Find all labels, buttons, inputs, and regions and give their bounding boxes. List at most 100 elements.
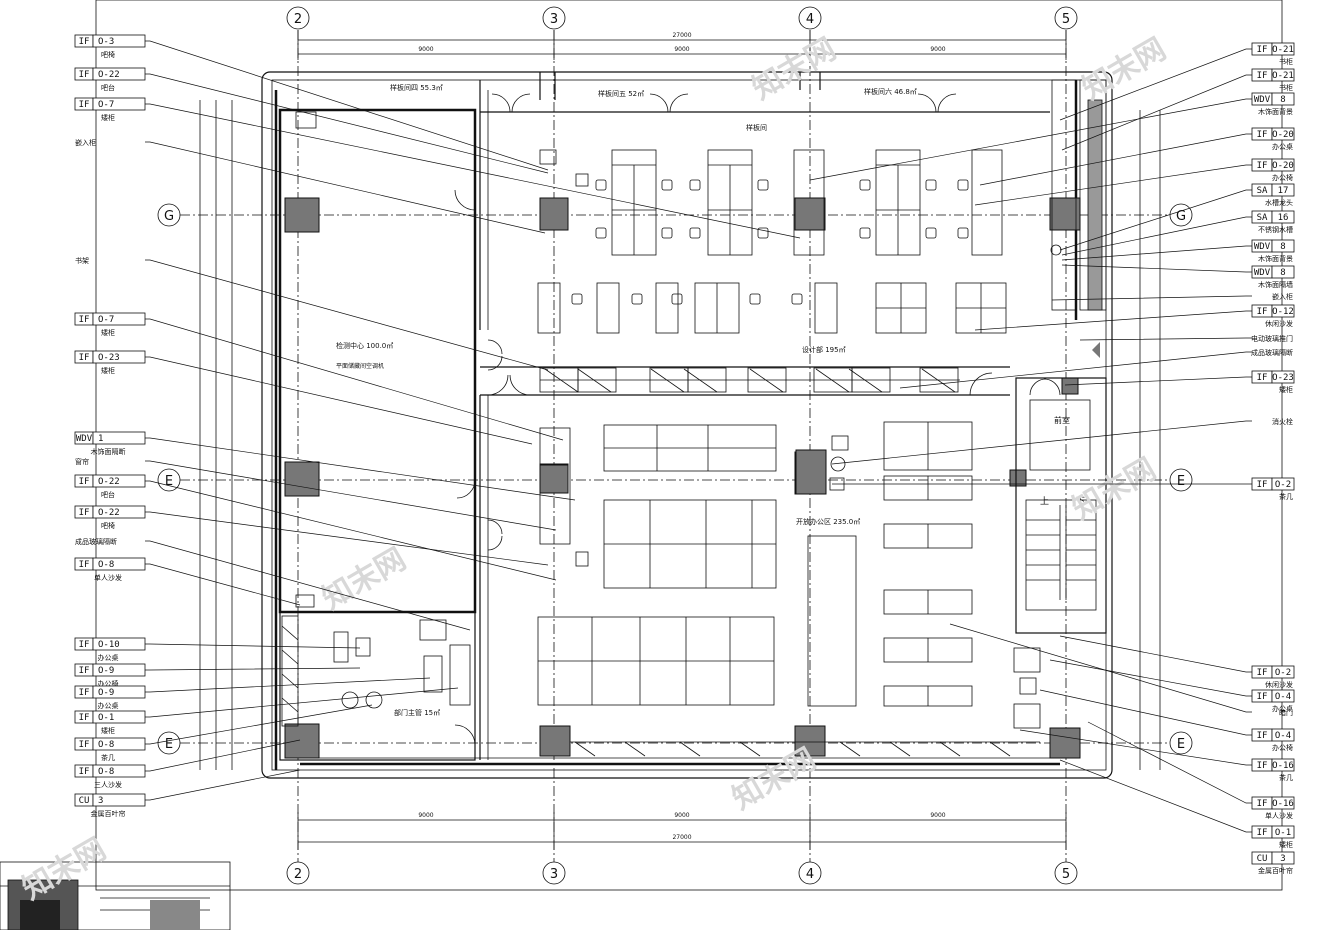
- left-tag-code: IF: [79, 477, 90, 487]
- axis-label-col-3-bottom: 3: [550, 867, 558, 882]
- left-tag-number: O-8: [98, 767, 114, 777]
- axis-row-e1: E E: [157, 468, 1193, 492]
- right-tag-code: IF: [1257, 731, 1268, 741]
- right-tag-number: O-1: [1275, 828, 1291, 838]
- right-tag-description: 木饰面隔墙: [1258, 280, 1293, 289]
- room-label-sample-4: 样板间四 55.3㎡: [390, 83, 443, 92]
- right-tag-code: IF: [1257, 761, 1268, 771]
- left-tag-description: 矮柜: [101, 328, 115, 337]
- right-tag-description: 不锈钢水槽: [1258, 225, 1293, 234]
- left-tag-code: IF: [79, 688, 90, 698]
- left-tag-description: 矮柜: [101, 726, 115, 735]
- room-label-stairs-down: 下: [1076, 497, 1085, 507]
- right-tag-description: 消火栓: [1272, 417, 1293, 426]
- right-tag-description: 书柜: [1279, 57, 1293, 66]
- right-tag-10: 嵌入柜: [1051, 292, 1293, 301]
- left-tag-number: O-7: [98, 100, 114, 110]
- axis-column-3: 3 3: [542, 6, 566, 885]
- left-tag-number: O-9: [98, 666, 114, 676]
- axis-label-col-5-bottom: 5: [1062, 867, 1070, 882]
- left-tag-number: O-22: [98, 70, 120, 80]
- sheet-border: [95, 0, 1283, 891]
- left-tag-description: 吧台: [101, 83, 115, 92]
- right-tag-12: 电动玻璃推门: [1079, 334, 1293, 343]
- axis-label-col-2-top: 2: [294, 12, 302, 27]
- room-labels: 样板间四 55.3㎡ 样板间五 52㎡ 样板间六 46.8㎡ 样板间 检测中心 …: [336, 83, 1085, 717]
- right-tag-description: 单人沙发: [1265, 811, 1293, 820]
- doors: [454, 93, 1061, 746]
- right-tag-number: O-16: [1272, 761, 1294, 771]
- top-dimension: 27000 9000 9000 9000: [297, 30, 1067, 60]
- left-tag-9: 窗帘: [75, 457, 557, 531]
- left-tag-code: IF: [79, 640, 90, 650]
- right-tag-code: WDV: [1254, 268, 1271, 278]
- right-tag-number: 17: [1278, 186, 1289, 196]
- axis-label-col-2-bottom: 2: [294, 867, 302, 882]
- left-tag-2: IF O-22 吧台: [74, 67, 549, 174]
- left-tag-description: 成品玻璃隔断: [75, 537, 117, 546]
- right-tag-description: 矮柜: [1279, 385, 1293, 394]
- left-tag-description: 木饰面隔断: [91, 447, 126, 456]
- open-office-furniture: [537, 421, 973, 707]
- right-tag-description: 休闲沙发: [1265, 319, 1293, 328]
- left-tag-description: 矮柜: [101, 113, 115, 122]
- left-tag-12: 成品玻璃隔断: [75, 537, 471, 631]
- axis-label-col-4-top: 4: [806, 12, 814, 27]
- axis-label-col-5-top: 5: [1062, 12, 1070, 27]
- right-tag-code: IF: [1257, 71, 1268, 81]
- left-tag-number: O-9: [98, 688, 114, 698]
- dim-bay-bottom-1: 9000: [418, 812, 433, 819]
- right-tag-description: 暗门: [1279, 708, 1293, 717]
- left-tag-4: 嵌入柜: [75, 138, 546, 234]
- key-plan-inset: [0, 861, 231, 930]
- left-tag-code: IF: [79, 70, 90, 80]
- left-tag-code: IF: [79, 100, 90, 110]
- left-tag-description: 吧椅: [101, 50, 115, 59]
- left-tag-number: O-23: [98, 353, 120, 363]
- left-tag-code: IF: [79, 508, 90, 518]
- watermarks: 知末网 知末网 知末网 知末网 知末网 知末网: [17, 32, 1172, 907]
- right-tag-number: O-21: [1272, 45, 1294, 55]
- interior-walls: [278, 72, 1107, 761]
- left-tag-15: IF O-9 办公椅: [74, 663, 361, 688]
- right-tag-description: 办公桌: [1272, 704, 1293, 713]
- left-tag-description: 窗帘: [75, 457, 89, 466]
- left-tag-code: IF: [79, 666, 90, 676]
- left-tag-description: 办公椅: [98, 679, 119, 688]
- right-tag-description: 办公椅: [1272, 173, 1293, 182]
- right-tag-number: O-16: [1272, 799, 1294, 809]
- axis-label-row-e2-right: E: [1177, 737, 1185, 752]
- watermark-5: 知末网: [317, 542, 412, 617]
- structural-columns: [284, 197, 1081, 759]
- axis-label-row-e1-right: E: [1177, 474, 1185, 489]
- side-dimensions: [199, 100, 1161, 770]
- room-label-test-center-sub: 平面储藏间空调机: [336, 362, 384, 370]
- left-tag-description: 金属百叶帘: [91, 809, 126, 818]
- right-tag-code: IF: [1257, 130, 1268, 140]
- right-tag-number: O-21: [1272, 71, 1294, 81]
- axis-column-5: 5 5: [1054, 6, 1078, 885]
- right-tag-13: 成品玻璃隔断: [899, 348, 1293, 389]
- axis-label-row-e1-left: E: [165, 474, 173, 489]
- right-tag-15: 消火栓: [831, 417, 1293, 465]
- dim-bay-top-2: 9000: [674, 46, 689, 53]
- left-tag-description: 吧椅: [101, 521, 115, 530]
- left-tag-number: O-22: [98, 477, 120, 487]
- right-tag-code: IF: [1257, 480, 1268, 490]
- right-tag-code: IF: [1257, 668, 1268, 678]
- left-tag-description: 办公桌: [98, 701, 119, 710]
- right-tag-number: O-20: [1272, 130, 1294, 140]
- right-tag-code: IF: [1257, 161, 1268, 171]
